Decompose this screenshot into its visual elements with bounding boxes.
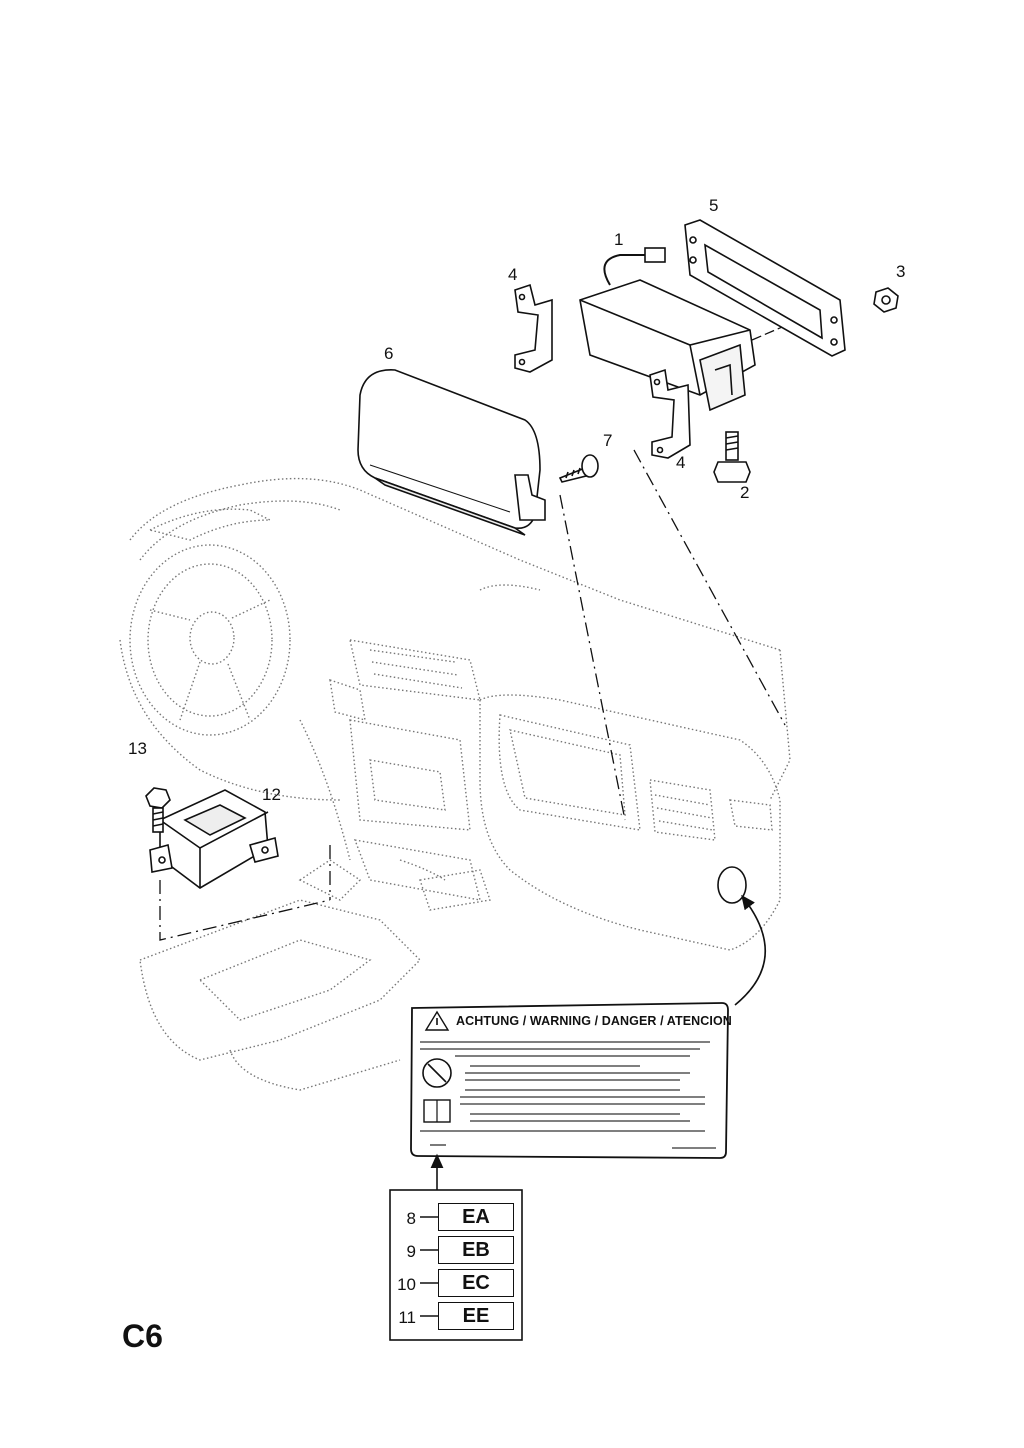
label-location-marker <box>717 866 747 904</box>
callout-2: 2 <box>740 483 750 502</box>
dashboard-outline <box>119 477 791 1091</box>
variant-number-10: 10 <box>397 1275 416 1294</box>
mounting-frame <box>684 219 846 357</box>
bracket-lower <box>649 368 691 459</box>
callout-4-upper: 4 <box>508 265 518 284</box>
callout-3: 3 <box>896 262 906 281</box>
callout-5: 5 <box>709 196 719 215</box>
screw <box>558 454 599 483</box>
airbag-cover <box>357 369 546 536</box>
label-location-arrow <box>734 894 766 1006</box>
variant-code-ec: EC <box>438 1269 514 1297</box>
warning-label-title: ACHTUNG / WARNING / DANGER / ATENCION <box>456 1014 732 1028</box>
bolt <box>145 787 171 833</box>
variant-code-ea: EA <box>438 1203 514 1231</box>
bracket-upper <box>514 283 553 373</box>
callout-12: 12 <box>262 785 281 804</box>
callout-4-lower: 4 <box>676 453 686 472</box>
variant-number-9: 9 <box>406 1242 416 1261</box>
variant-number-8: 8 <box>406 1209 416 1228</box>
callout-13: 13 <box>128 739 147 758</box>
hex-stud <box>713 431 751 483</box>
airbag-control-unit <box>149 789 279 889</box>
callout-6: 6 <box>384 344 394 363</box>
variant-number-11: 11 <box>398 1308 416 1327</box>
nut <box>873 287 899 313</box>
variant-table-frame <box>389 1189 523 1341</box>
variant-code-ee: EE <box>438 1302 514 1330</box>
callout-7: 7 <box>603 431 613 450</box>
callout-1: 1 <box>614 230 624 249</box>
steering-wheel <box>129 544 291 736</box>
variant-code-eb: EB <box>438 1236 514 1264</box>
variant-ticks <box>420 1216 438 1317</box>
warning-label-fine-print <box>420 1041 716 1149</box>
airbag-module <box>579 247 756 412</box>
page-code: C6 <box>122 1318 163 1354</box>
